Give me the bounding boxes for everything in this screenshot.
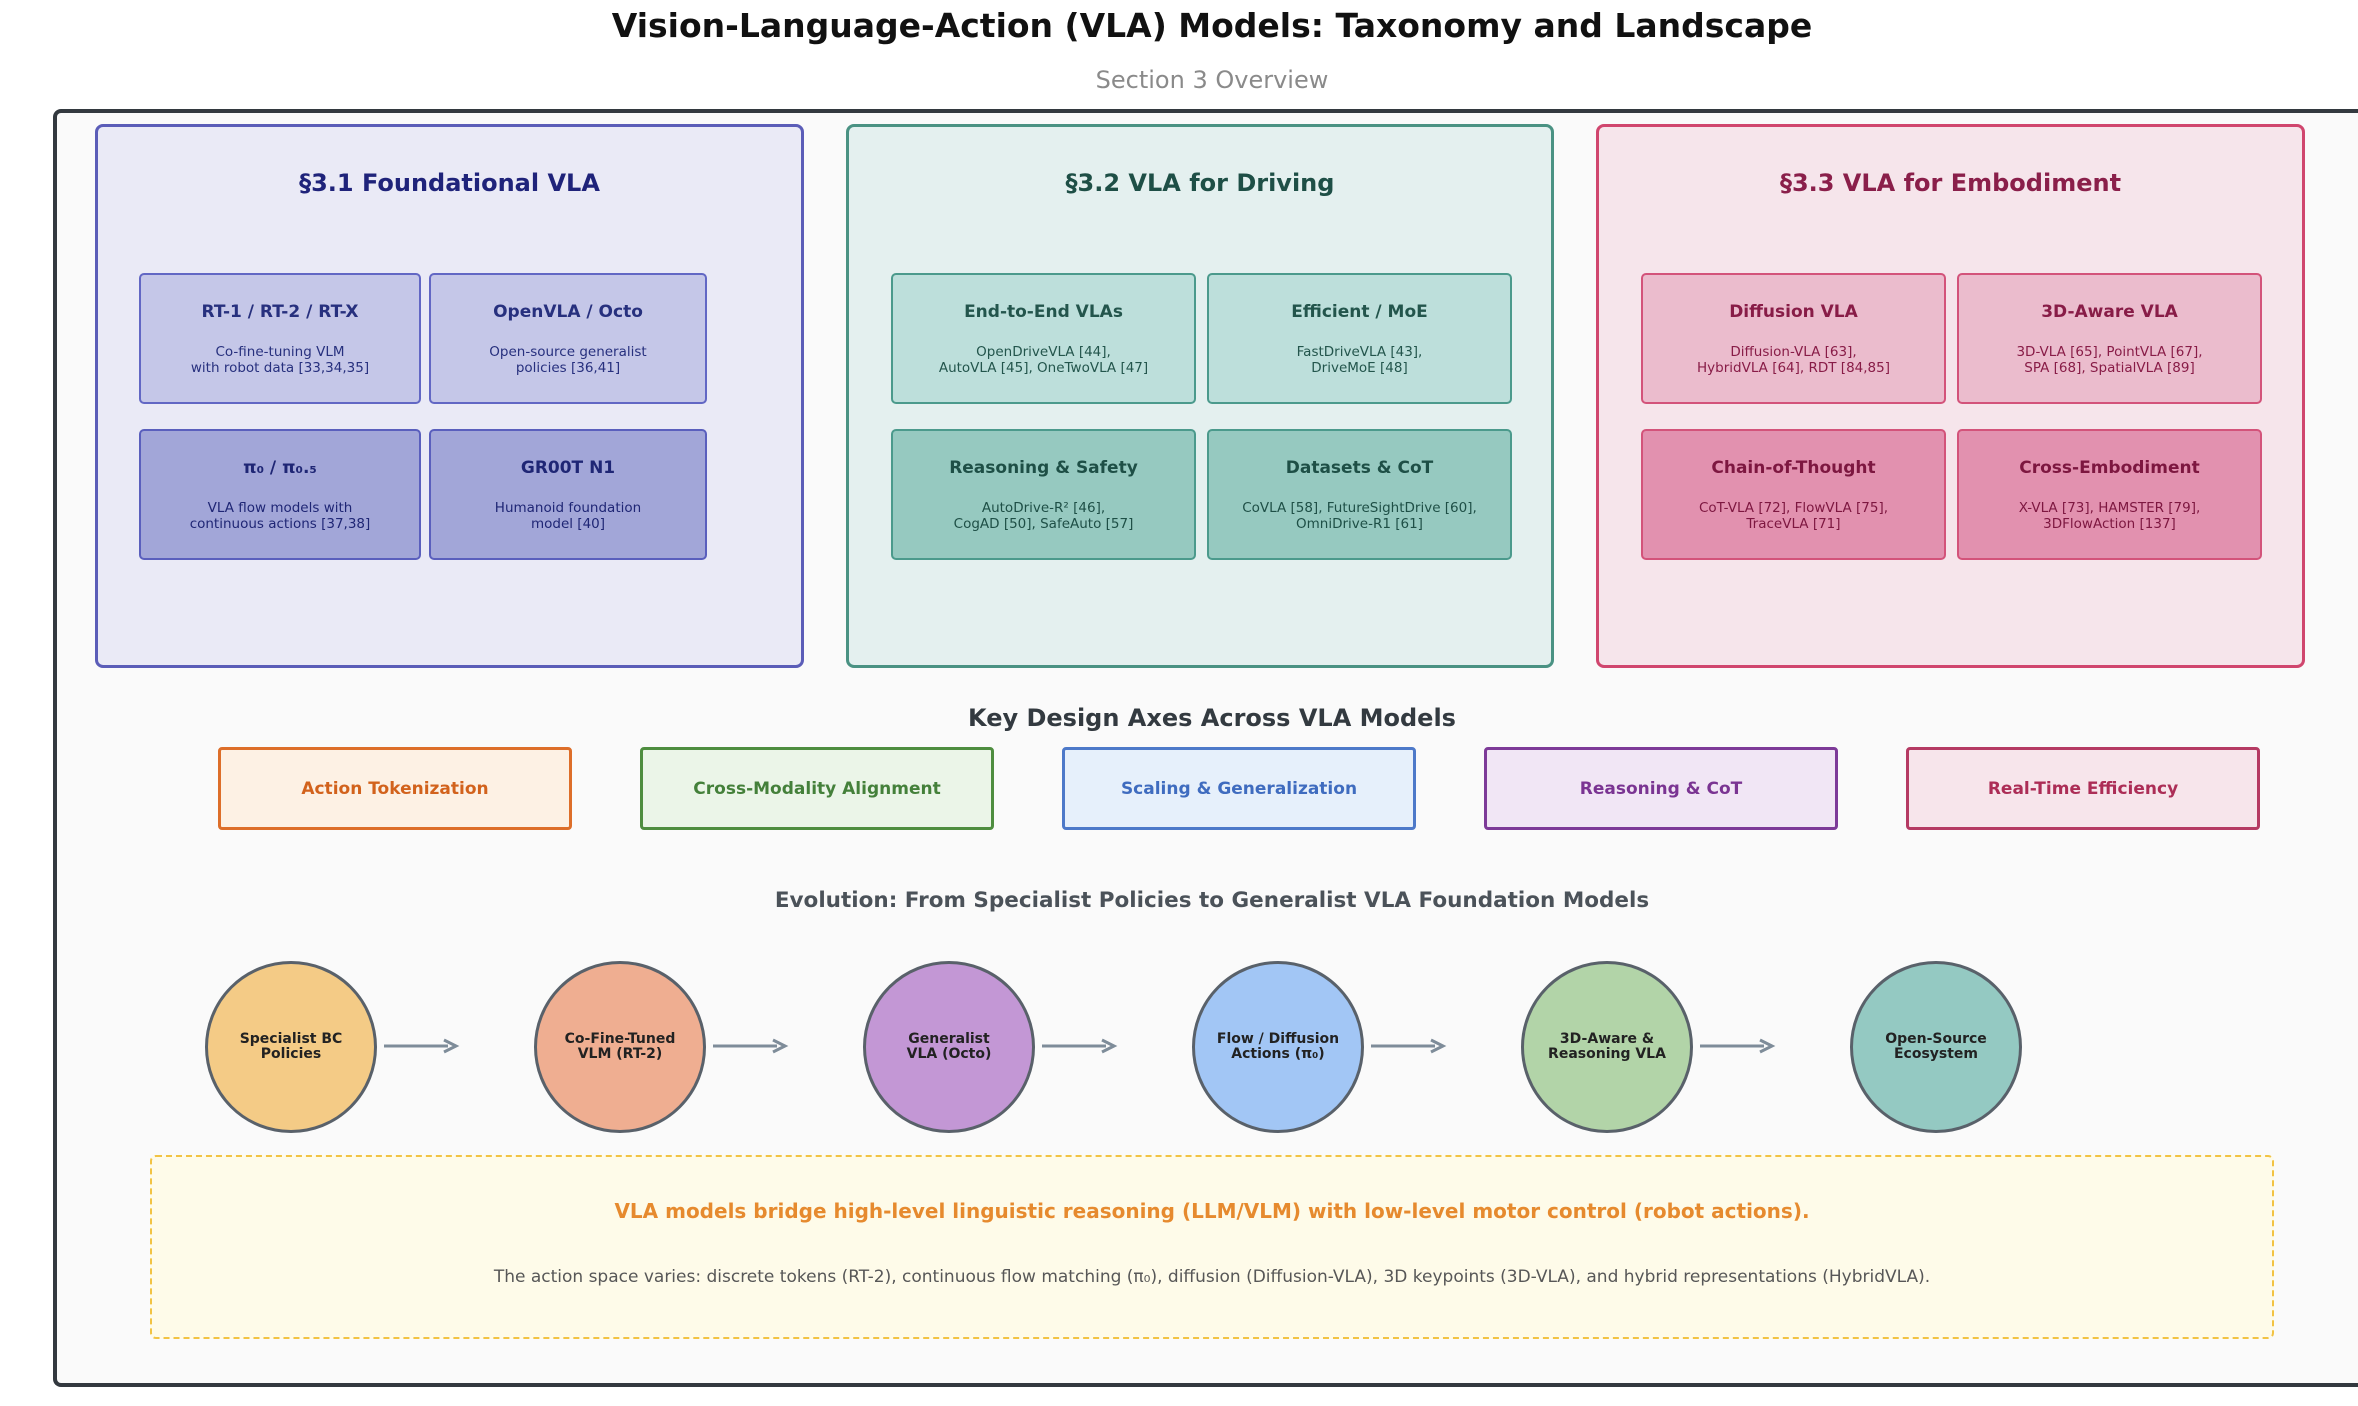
card-description: CoT-VLA [72], FlowVLA [75], TraceVLA [71… <box>1698 499 1889 532</box>
axis-action-tokenization: Action Tokenization <box>218 747 572 830</box>
card-reasoning-safety: Reasoning & Safety AutoDrive-R² [46], Co… <box>891 429 1196 560</box>
card-3d-aware-vla: 3D-Aware VLA 3D-VLA [65], PointVLA [67],… <box>1957 273 2262 404</box>
card-title: RT-1 / RT-2 / RT-X <box>201 301 359 322</box>
card-title: Diffusion VLA <box>1729 301 1858 322</box>
axis-real-time-efficiency: Real-Time Efficiency <box>1906 747 2260 830</box>
card-description: Co-fine-tuning VLM with robot data [33,3… <box>190 343 370 376</box>
note-headline: VLA models bridge high-level linguistic … <box>614 1199 1810 1223</box>
card-description: CoVLA [58], FutureSightDrive [60], OmniD… <box>1242 499 1477 532</box>
page-title: Vision-Language-Action (VLA) Models: Tax… <box>611 6 1813 45</box>
panel-vla-driving: §3.2 VLA for Driving End-to-End VLAs Ope… <box>846 124 1554 668</box>
arrow-icon <box>384 1038 460 1054</box>
card-openvla-octo: OpenVLA / Octo Open-source generalist po… <box>429 273 707 404</box>
evolution-title: Evolution: From Specialist Policies to G… <box>774 888 1650 913</box>
card-description: AutoDrive-R² [46], CogAD [50], SafeAuto … <box>953 499 1134 532</box>
card-description: VLA flow models with continuous actions … <box>189 499 371 532</box>
panel-title: §3.3 VLA for Embodiment <box>1779 169 2122 197</box>
card-description: Open-source generalist policies [36,41] <box>489 343 647 376</box>
card-rt-series: RT-1 / RT-2 / RT-X Co-fine-tuning VLM wi… <box>139 273 421 404</box>
stage-3d-aware-reasoning: 3D-Aware & Reasoning VLA <box>1521 961 1693 1133</box>
stage-generalist-vla: Generalist VLA (Octo) <box>863 961 1035 1133</box>
card-description: X-VLA [73], HAMSTER [79], 3DFlowAction [… <box>2018 499 2201 532</box>
panel-foundational-vla: §3.1 Foundational VLA RT-1 / RT-2 / RT-X… <box>95 124 804 668</box>
panel-title: §3.2 VLA for Driving <box>1065 169 1335 197</box>
card-title: End-to-End VLAs <box>964 301 1123 322</box>
card-description: Humanoid foundation model [40] <box>494 499 642 532</box>
arrow-icon <box>713 1038 789 1054</box>
card-title: Efficient / MoE <box>1291 301 1428 322</box>
panel-vla-embodiment: §3.3 VLA for Embodiment Diffusion VLA Di… <box>1596 124 2305 668</box>
card-datasets-cot: Datasets & CoT CoVLA [58], FutureSightDr… <box>1207 429 1512 560</box>
stage-specialist-bc: Specialist BC Policies <box>205 961 377 1133</box>
panel-title: §3.1 Foundational VLA <box>299 169 600 197</box>
card-title: 3D-Aware VLA <box>2041 301 2178 322</box>
card-efficient-moe: Efficient / MoE FastDriveVLA [43], Drive… <box>1207 273 1512 404</box>
card-pi-zero: π₀ / π₀.₅ VLA flow models with continuou… <box>139 429 421 560</box>
design-axes-title: Key Design Axes Across VLA Models <box>968 704 1456 732</box>
stage-open-source-ecosystem: Open-Source Ecosystem <box>1850 961 2022 1133</box>
card-title: π₀ / π₀.₅ <box>243 457 317 478</box>
page-subtitle: Section 3 Overview <box>1095 66 1329 94</box>
card-groot-n1: GR00T N1 Humanoid foundation model [40] <box>429 429 707 560</box>
card-description: OpenDriveVLA [44], AutoVLA [45], OneTwoV… <box>938 343 1149 376</box>
card-title: Cross-Embodiment <box>2019 457 2200 478</box>
card-cross-embodiment: Cross-Embodiment X-VLA [73], HAMSTER [79… <box>1957 429 2262 560</box>
card-description: Diffusion-VLA [63], HybridVLA [64], RDT … <box>1697 343 1890 376</box>
summary-note: VLA models bridge high-level linguistic … <box>150 1155 2274 1339</box>
card-description: FastDriveVLA [43], DriveMoE [48] <box>1296 343 1423 376</box>
note-body: The action space varies: discrete tokens… <box>493 1267 1931 1287</box>
card-title: Chain-of-Thought <box>1711 457 1876 478</box>
stage-flow-diffusion: Flow / Diffusion Actions (π₀) <box>1192 961 1364 1133</box>
card-title: Datasets & CoT <box>1285 457 1434 478</box>
card-title: GR00T N1 <box>520 457 616 478</box>
card-chain-of-thought: Chain-of-Thought CoT-VLA [72], FlowVLA [… <box>1641 429 1946 560</box>
arrow-icon <box>1042 1038 1118 1054</box>
arrow-icon <box>1371 1038 1447 1054</box>
card-diffusion-vla: Diffusion VLA Diffusion-VLA [63], Hybrid… <box>1641 273 1946 404</box>
stage-co-fine-tuned-vlm: Co-Fine-Tuned VLM (RT-2) <box>534 961 706 1133</box>
axis-cross-modality-alignment: Cross-Modality Alignment <box>640 747 994 830</box>
card-title: Reasoning & Safety <box>949 457 1138 478</box>
card-end-to-end-vlas: End-to-End VLAs OpenDriveVLA [44], AutoV… <box>891 273 1196 404</box>
axis-reasoning-cot: Reasoning & CoT <box>1484 747 1838 830</box>
card-description: 3D-VLA [65], PointVLA [67], SPA [68], Sp… <box>2016 343 2203 376</box>
axis-scaling-generalization: Scaling & Generalization <box>1062 747 1416 830</box>
card-title: OpenVLA / Octo <box>493 301 643 322</box>
arrow-icon <box>1700 1038 1776 1054</box>
